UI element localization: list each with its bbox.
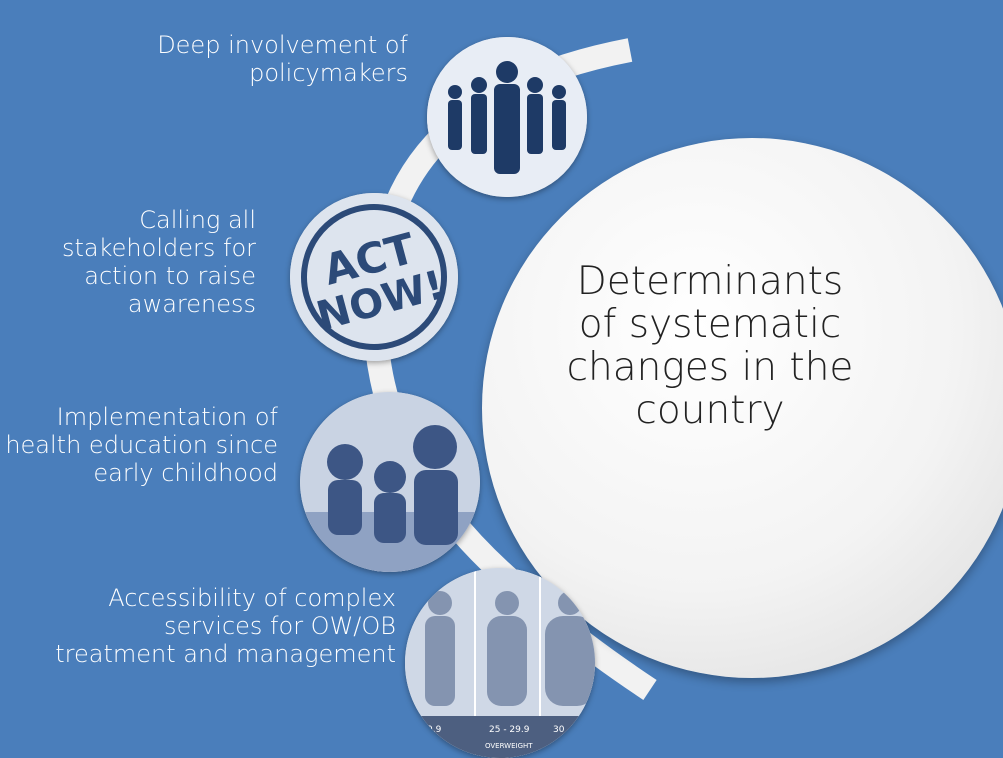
- item-label-stakeholders: Calling all stakeholders for action to r…: [62, 206, 256, 318]
- family-children-icon: [300, 392, 480, 572]
- item-label-policymakers: Deep involvement of policymakers: [157, 31, 408, 87]
- central-circle: [482, 138, 1003, 678]
- central-title: Determinants of systematic changes in th…: [566, 259, 854, 433]
- item-label-health-education: Implementation of health education since…: [5, 403, 278, 487]
- body-silhouettes-icon: 9.9 25 - 29.9 30 - OVERWEIGHT: [405, 568, 595, 758]
- bmi-middle-value: 25 - 29.9: [489, 725, 530, 735]
- bmi-category: OVERWEIGHT: [485, 742, 533, 750]
- bmi-right-value: 30 -: [553, 725, 571, 735]
- item-label-services: Accessibility of complex services for OW…: [55, 584, 396, 668]
- act-now-stamp-icon: ACT NOW!: [290, 193, 458, 361]
- bmi-left-value: 9.9: [427, 725, 442, 735]
- business-people-icon: [427, 37, 587, 197]
